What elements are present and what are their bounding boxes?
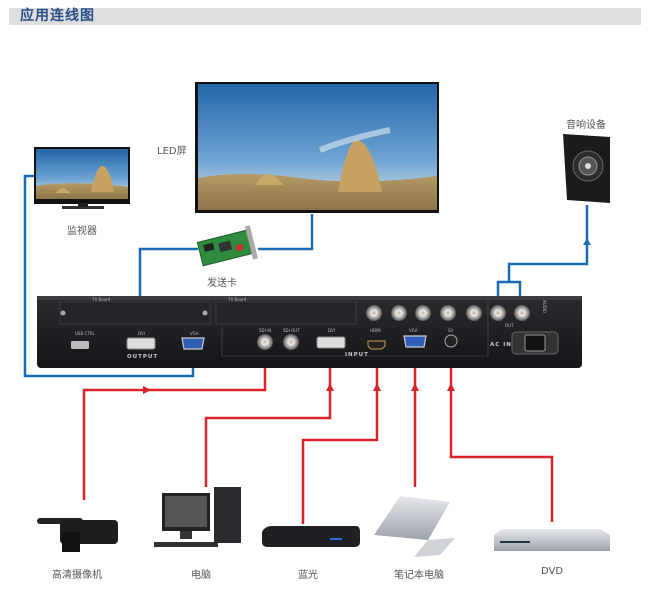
label-monitor: 监视器 [67,226,97,237]
label-in-dvi: DVI [328,328,335,333]
label-sdi-in: SDI IN [259,328,271,333]
label-camcorder: 高清摄像机 [52,570,102,581]
computer-image [154,487,241,547]
label-input-group: INPUT [345,352,369,358]
label-out-vga: VGA [190,331,199,336]
usb-port [71,341,89,349]
label-dvd: DVD [541,566,564,577]
label-sender-card: 发送卡 [207,278,237,289]
label-led-screen: LED屏 [157,146,187,157]
label-audio-out: OUT [505,323,514,328]
label-tx-board-1: TX Board [91,297,111,302]
label-in-vga: VGA [409,328,418,333]
sdi-out-port [283,334,299,350]
bluray-image [262,526,360,547]
vga-input-port [403,335,427,348]
label-out-dvi: DVI [138,331,145,336]
line-audio-to-speaker [496,205,589,305]
line-dvd [449,345,554,522]
camcorder-image [37,518,118,552]
label-bluray: 蓝光 [298,570,318,581]
input-lines [82,345,554,524]
arrow-speaker [583,238,591,245]
label-output-group: OUTPUT [127,354,158,360]
ac-in-socket [524,334,546,352]
audio-out-right-port [514,305,530,321]
label-in-hdmi: HDMI [370,328,381,333]
page-title: 应用连线图 [20,8,95,24]
sdi-in-port [257,334,273,350]
label-laptop: 笔记本电脑 [394,570,444,581]
label-computer: 电脑 [191,570,211,581]
speaker-image [563,134,610,203]
led-screen [195,82,439,213]
title-bar [9,8,641,25]
dvd-image [494,529,610,551]
monitor-image [34,147,130,209]
line-bluray [301,345,379,524]
label-in-sv: SV [448,328,454,333]
vga-output-port [181,337,205,350]
rear-panel: TX Board TX Board USB CTRL DVI VGA OUTPU… [37,296,582,368]
input-arrows [143,383,455,394]
laptop-image [374,496,455,557]
label-audio-device: 音响设备 [566,120,606,131]
line-computer [204,345,332,487]
dvi-output-port [126,337,156,350]
line-camcorder [82,345,267,500]
sender-card-image [196,225,258,267]
audio-out-left-port [490,305,506,321]
label-usb: USB CTRL [75,331,95,336]
label-audio-group: AUDIO [542,300,547,313]
label-sdi-out: SDI OUT [283,328,300,333]
line-led-to-sender [258,214,314,251]
label-tx-board-2: TX Board [227,297,247,302]
sv-input-port [444,334,458,348]
hdmi-input-port [367,340,386,350]
dvi-input-port [316,336,346,349]
label-ac-in: AC IN [490,342,512,348]
